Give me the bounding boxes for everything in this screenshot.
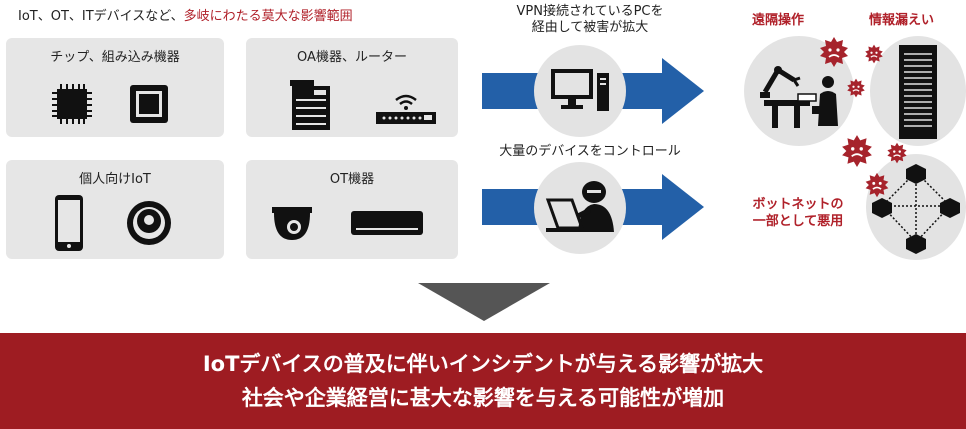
down-arrow: [418, 283, 550, 321]
banner-line2: 社会や企業経営に甚大な影響を与える可能性が増加: [241, 386, 725, 410]
printer-icon: [290, 80, 330, 130]
virus-icon: [865, 172, 889, 198]
botnet-caption: ボットネットの 一部として悪用: [738, 196, 858, 230]
chip-icon: [52, 84, 92, 124]
desktop-pc-icon: [551, 69, 609, 111]
hacker-icon: [545, 181, 614, 232]
info-leak-label: 情報漏えい: [869, 13, 935, 28]
device-box-label: チップ、組み込み機器: [50, 50, 180, 65]
botnet-caption-line1: ボットネットの: [752, 197, 844, 212]
device-box-personal-iot: 個人向けIoT: [6, 160, 224, 259]
virus-icon: [847, 78, 865, 98]
device-box-label: 個人向けIoT: [79, 172, 151, 187]
botnet-circle: [866, 154, 966, 260]
smartphone-icon: [55, 195, 83, 251]
device-box-label: OT機器: [329, 172, 375, 187]
air-conditioner-icon: [351, 211, 423, 235]
attacker-circle: [534, 162, 626, 254]
vpn-caption-line1: VPN接続されているPCを: [516, 4, 664, 19]
banner-line1: IoTデバイスの普及に伴いインシデントが与える影響が拡大: [202, 352, 764, 376]
vpn-caption: VPN接続されているPCを 経由して被害が拡大: [470, 4, 710, 36]
router-icon: [376, 94, 436, 124]
scope-heading: IoT、OT、ITデバイスなど、多岐にわたる莫大な影響範囲: [18, 9, 353, 25]
robot-vacuum-icon: [127, 201, 171, 245]
server-rack-icon: [899, 45, 937, 139]
virus-icon: [865, 44, 883, 64]
device-box-oa: OA機器、ルーター: [246, 38, 458, 137]
device-box-ot: OT機器: [246, 160, 458, 259]
device-box-chips: チップ、組み込み機器: [6, 38, 224, 137]
vpn-pc-circle: [534, 45, 626, 137]
device-box-label: OA機器、ルーター: [297, 50, 407, 65]
remote-operation-label: 遠隔操作: [752, 13, 805, 28]
botnet-caption-line2: 一部として悪用: [752, 214, 844, 229]
scope-heading-plain: IoT、OT、ITデバイスなど、: [18, 9, 184, 24]
botnet-network-icon: [872, 164, 960, 254]
embedded-module-icon: [130, 85, 168, 123]
vpn-caption-line2: 経由して被害が拡大: [531, 20, 649, 35]
scope-heading-highlight: 多岐にわたる莫大な影響範囲: [183, 9, 353, 24]
factory-robot-icon: [760, 66, 838, 128]
server-circle: [870, 36, 966, 146]
virus-icon: [887, 142, 907, 164]
virus-icon: [842, 135, 872, 167]
control-caption: 大量のデバイスをコントロール: [499, 144, 681, 159]
virus-icon: [820, 37, 848, 67]
security-camera-icon: [272, 207, 312, 240]
conclusion-banner: IoTデバイスの普及に伴いインシデントが与える影響が拡大 社会や企業経営に甚大な…: [0, 333, 966, 429]
